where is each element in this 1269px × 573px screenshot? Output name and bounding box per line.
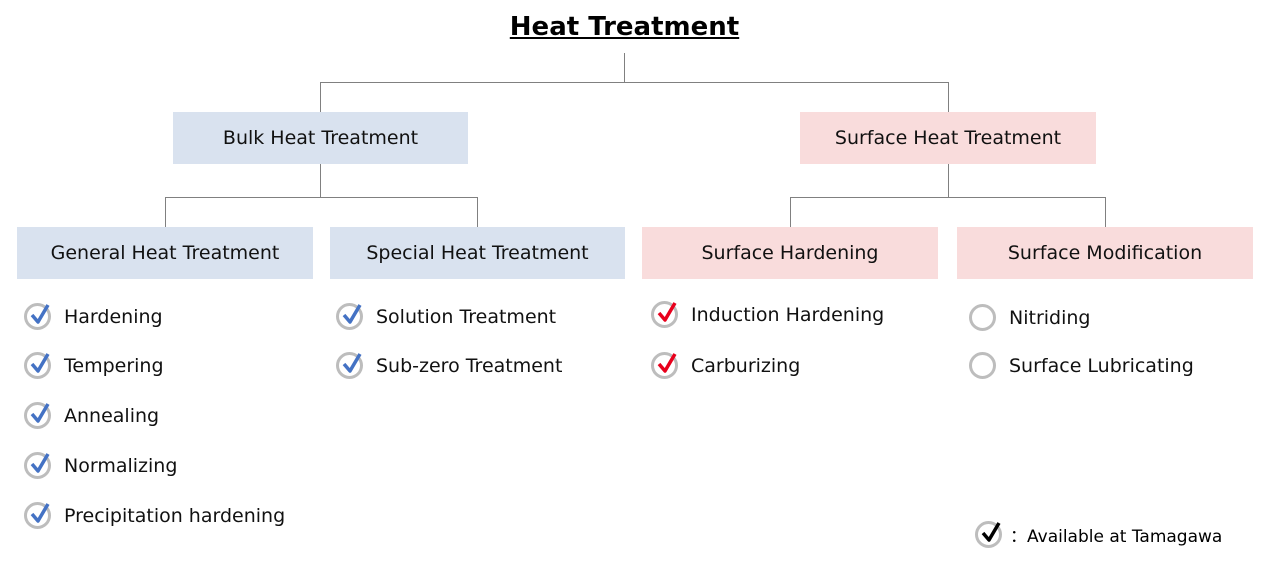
connector bbox=[1105, 197, 1106, 227]
item-label: Induction Hardening bbox=[691, 303, 885, 326]
surface-hardening-box: Surface Hardening bbox=[642, 227, 938, 279]
check-icon bbox=[651, 352, 678, 379]
list-item-special: Solution Treatment bbox=[336, 303, 556, 330]
check-icon bbox=[24, 352, 51, 379]
connector bbox=[624, 53, 625, 82]
item-label: Carburizing bbox=[691, 354, 801, 377]
list-item-general: Precipitation hardening bbox=[24, 502, 285, 529]
item-label: Annealing bbox=[64, 404, 160, 427]
connector bbox=[165, 197, 478, 198]
empty-circle-icon bbox=[969, 304, 996, 331]
item-label: Sub-zero Treatment bbox=[376, 354, 563, 377]
check-icon bbox=[24, 303, 51, 330]
empty-circle-icon bbox=[969, 352, 996, 379]
diagram-title: Heat Treatment bbox=[0, 12, 1249, 42]
connector bbox=[320, 82, 321, 112]
connector bbox=[320, 164, 321, 197]
check-icon bbox=[24, 402, 51, 429]
bulk-heat-treatment-box: Bulk Heat Treatment bbox=[173, 112, 468, 164]
check-icon bbox=[24, 452, 51, 479]
check-icon bbox=[336, 303, 363, 330]
title-text: Heat Treatment bbox=[509, 12, 740, 42]
list-item-general: Hardening bbox=[24, 303, 163, 330]
general-heat-treatment-box: General Heat Treatment bbox=[17, 227, 313, 279]
legend: ：Available at Tamagawa bbox=[975, 521, 1222, 548]
item-label: Normalizing bbox=[64, 454, 178, 477]
item-label: Nitriding bbox=[1009, 306, 1091, 329]
list-item-hardening: Induction Hardening bbox=[651, 301, 884, 328]
surface-modification-box: Surface Modification bbox=[957, 227, 1253, 279]
connector bbox=[790, 197, 1106, 198]
item-label: Surface Lubricating bbox=[1009, 354, 1194, 377]
special-heat-treatment-box: Special Heat Treatment bbox=[330, 227, 625, 279]
list-item-hardening: Carburizing bbox=[651, 352, 800, 379]
connector bbox=[165, 197, 166, 227]
connector bbox=[948, 164, 949, 197]
list-item-general: Normalizing bbox=[24, 452, 177, 479]
list-item-general: Annealing bbox=[24, 402, 159, 429]
check-icon bbox=[975, 521, 1002, 548]
connector bbox=[477, 197, 478, 227]
legend-text: ：Available at Tamagawa bbox=[1010, 527, 1223, 547]
list-item-modification: Surface Lubricating bbox=[969, 352, 1194, 379]
connector bbox=[948, 82, 949, 112]
item-label: Solution Treatment bbox=[376, 305, 557, 328]
list-item-general: Tempering bbox=[24, 352, 164, 379]
item-label: Hardening bbox=[64, 305, 163, 328]
item-label: Tempering bbox=[64, 354, 164, 377]
item-label: Precipitation hardening bbox=[64, 504, 286, 527]
check-icon bbox=[336, 352, 363, 379]
list-item-modification: Nitriding bbox=[969, 304, 1090, 331]
connector bbox=[320, 82, 949, 83]
surface-heat-treatment-box: Surface Heat Treatment bbox=[800, 112, 1096, 164]
check-icon bbox=[24, 502, 51, 529]
check-icon bbox=[651, 301, 678, 328]
connector bbox=[790, 197, 791, 227]
list-item-special: Sub-zero Treatment bbox=[336, 352, 562, 379]
